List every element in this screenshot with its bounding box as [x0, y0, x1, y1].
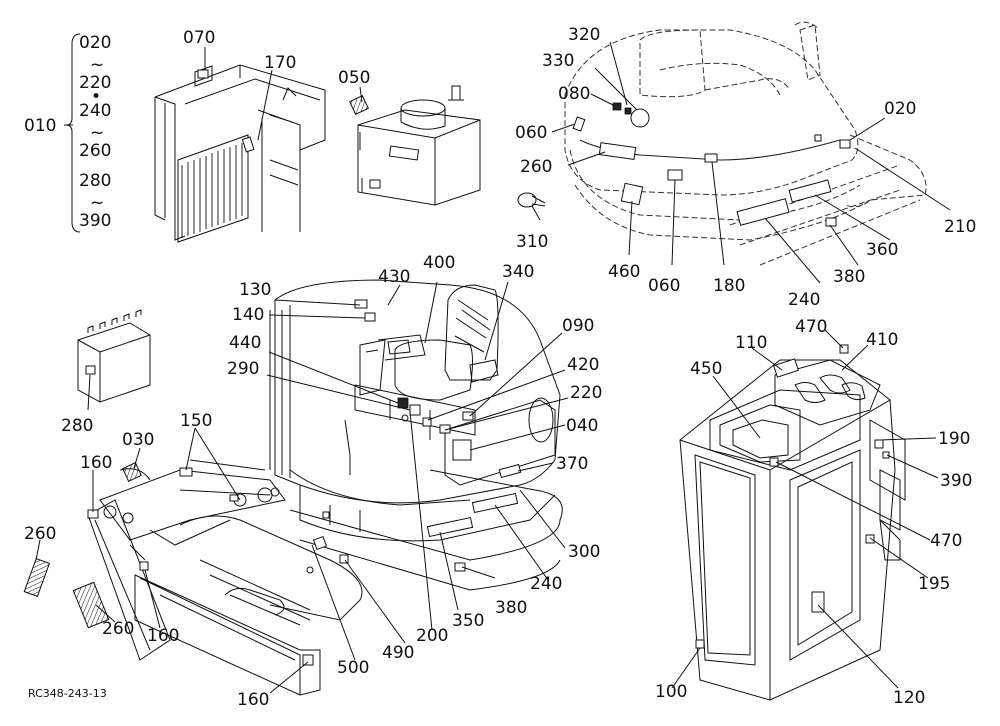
callout-400: 400 — [423, 253, 455, 273]
callout-290: 290 — [227, 359, 259, 379]
callout-500: 500 — [337, 658, 369, 678]
callout-020: 020 — [884, 99, 916, 119]
range-2-to: 260 — [79, 141, 111, 161]
callout-160-boom: 160 — [80, 453, 112, 473]
range-3-from: 280 — [79, 171, 111, 191]
callout-200: 200 — [416, 626, 448, 646]
callout-300: 300 — [568, 542, 600, 562]
callout-220: 220 — [570, 383, 602, 403]
brace-group: 010 020 ~ 220 • 240 ~ 260 280 ~ 390 — [24, 33, 111, 233]
callout-labels: 070 170 050 320 330 080 060 260 310 460 … — [24, 25, 976, 710]
cab-drawing — [679, 344, 906, 701]
fuel-tank-drawing — [349, 85, 481, 206]
range-1-joiner: ~ — [90, 55, 104, 75]
callout-460: 460 — [608, 262, 640, 282]
callout-060-rear-left: 060 — [515, 123, 547, 143]
callout-260-left: 260 — [24, 524, 56, 544]
callout-450: 450 — [690, 359, 722, 379]
callout-340: 340 — [502, 262, 534, 282]
callout-320: 320 — [568, 25, 600, 45]
drawing-code: RC348-243-13 — [28, 687, 107, 700]
callout-030: 030 — [122, 430, 154, 450]
callout-410: 410 — [866, 330, 898, 350]
radiator-frame-drawing — [154, 64, 326, 243]
callout-140: 140 — [232, 305, 264, 325]
battery-drawing — [77, 309, 151, 403]
callout-190: 190 — [938, 429, 970, 449]
callout-160-arm: 160 — [147, 626, 179, 646]
range-1-from: 020 — [79, 33, 111, 53]
callout-390: 390 — [940, 471, 972, 491]
range-2-from: 240 — [79, 101, 111, 121]
callout-440: 440 — [229, 333, 261, 353]
callout-330: 330 — [542, 51, 574, 71]
range-3-joiner: ~ — [90, 193, 104, 213]
callout-150: 150 — [180, 411, 212, 431]
callout-380-main: 380 — [495, 598, 527, 618]
callout-060-rear-center: 060 — [648, 276, 680, 296]
callout-470-top: 470 — [795, 317, 827, 337]
group-label: 010 — [24, 116, 56, 136]
callout-170: 170 — [264, 53, 296, 73]
brace-bracket — [64, 33, 81, 233]
callout-260-rear: 260 — [520, 157, 552, 177]
callout-280: 280 — [61, 416, 93, 436]
callout-350: 350 — [452, 611, 484, 631]
callout-240-rear: 240 — [788, 290, 820, 310]
callout-050: 050 — [338, 68, 370, 88]
callout-180: 180 — [713, 276, 745, 296]
callout-430: 430 — [378, 267, 410, 287]
callout-310: 310 — [516, 232, 548, 252]
callout-090: 090 — [562, 316, 594, 336]
callout-110: 110 — [735, 333, 767, 353]
excavator-main-drawing — [23, 279, 563, 696]
callout-490: 490 — [382, 643, 414, 663]
callout-420: 420 — [567, 355, 599, 375]
range-dot: • — [91, 87, 101, 107]
callout-070: 070 — [183, 28, 215, 48]
callout-210: 210 — [944, 217, 976, 237]
callout-120: 120 — [893, 688, 925, 708]
callout-380-rear: 380 — [833, 267, 865, 287]
callout-100: 100 — [655, 682, 687, 702]
callout-040: 040 — [566, 416, 598, 436]
callout-370: 370 — [556, 454, 588, 474]
callout-470-side: 470 — [930, 531, 962, 551]
callout-160-blade: 160 — [237, 690, 269, 710]
machine-rear-drawing — [517, 21, 927, 266]
callout-195: 195 — [918, 574, 950, 594]
callout-130: 130 — [239, 280, 271, 300]
callout-080: 080 — [558, 84, 590, 104]
callout-360: 360 — [866, 240, 898, 260]
range-3-to: 390 — [79, 211, 111, 231]
callout-240-main: 240 — [530, 574, 562, 594]
range-2-joiner: ~ — [90, 123, 104, 143]
range-1-to: 220 — [79, 73, 111, 93]
leader-lines — [35, 41, 951, 694]
callout-260-arm: 260 — [102, 619, 134, 639]
